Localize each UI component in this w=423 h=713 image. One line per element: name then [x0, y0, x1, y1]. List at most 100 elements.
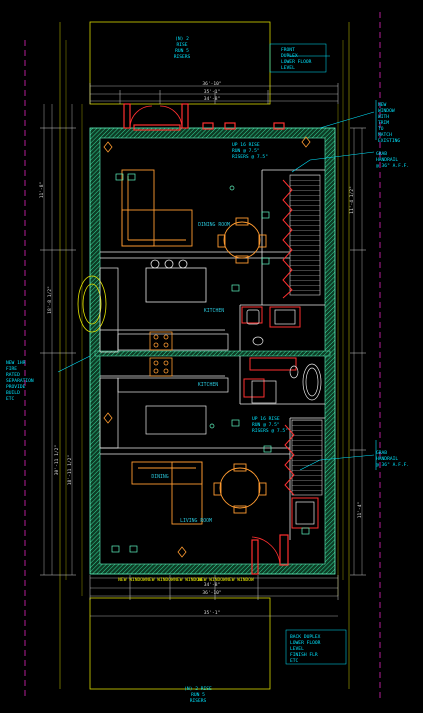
- svg-text:NEW WINDOW: NEW WINDOW: [198, 577, 226, 583]
- front-dining-set: [217, 217, 267, 264]
- svg-text:11'-4 1/2": 11'-4 1/2": [349, 186, 355, 214]
- svg-text:BUILD: BUILD: [6, 390, 20, 396]
- svg-text:ETC: ETC: [6, 396, 15, 402]
- label-handrail-top: GRAB HANDRAIL @ 36" A.F.F.: [376, 151, 409, 169]
- svg-text:NEW WINDOW: NEW WINDOW: [146, 577, 174, 583]
- fire-separation-wall: [94, 350, 331, 357]
- label-front-duplex: FRONT DUPLEX LOWER FLOOR LEVEL: [269, 43, 327, 73]
- svg-text:HANDRAIL: HANDRAIL: [376, 157, 398, 163]
- hex-markers: [103, 136, 311, 558]
- svg-text:TO: TO: [378, 126, 384, 132]
- svg-text:DUPLEX: DUPLEX: [281, 53, 298, 59]
- room-rear-kitchen: KITCHEN: [198, 382, 218, 388]
- bathroom-fixtures: [246, 309, 322, 525]
- svg-text:RUN 5: RUN 5: [191, 692, 205, 698]
- svg-text:WINDOW: WINDOW: [378, 108, 395, 114]
- dimension-texts: 36'-10" 35'-1" 34'-8" 34'-8" 36'-10" 35'…: [202, 81, 221, 616]
- svg-text:RUN @ 7.5": RUN @ 7.5": [232, 148, 260, 154]
- label-back-duplex: BACK DUPLEX LOWER FLOOR LEVEL FINISH FLR…: [285, 629, 347, 665]
- label-up-rise-top: UP 16 RISE RUN @ 7.5" RISERS @ 7.5": [232, 142, 268, 160]
- svg-text:UP 16 RISE: UP 16 RISE: [232, 142, 260, 148]
- svg-text:LOWER FLOOR: LOWER FLOOR: [281, 59, 312, 65]
- svg-text:LOWER FLOOR: LOWER FLOOR: [290, 640, 321, 646]
- svg-text:GRAB: GRAB: [376, 151, 387, 157]
- svg-text:PROVIDE: PROVIDE: [6, 384, 26, 390]
- svg-text:18'-11 1/2": 18'-11 1/2": [67, 455, 73, 485]
- svg-text:NEW: NEW: [378, 102, 387, 108]
- svg-text:NEW WINDOW: NEW WINDOW: [118, 577, 146, 583]
- leader-lines: [57, 55, 377, 471]
- svg-text:UP 16 RISE: UP 16 RISE: [252, 416, 280, 422]
- svg-text:36'-10": 36'-10": [202, 590, 221, 596]
- side-bay-window: [77, 275, 107, 333]
- svg-text:RISE: RISE: [176, 42, 187, 48]
- electrical-markers: [111, 173, 310, 553]
- label-up-rise-bottom: UP 16 RISE RUN @ 7.5" RISERS @ 7.5": [252, 416, 288, 434]
- svg-text:TRIM: TRIM: [378, 120, 389, 126]
- room-front-kitchen: KITCHEN: [204, 308, 224, 314]
- svg-text:FRONT: FRONT: [281, 47, 295, 53]
- svg-text:34'-8": 34'-8": [204, 582, 221, 588]
- svg-text:NEW WINDOW: NEW WINDOW: [226, 577, 254, 583]
- text-bottom-rise: (N) 2 RISE RUN 5 RISERS: [184, 686, 212, 704]
- dimension-lines: [43, 85, 363, 617]
- svg-text:36'-10": 36'-10": [202, 81, 221, 87]
- label-new-window: NEW WINDOW WITH TRIM TO MATCH EXISTING: [378, 102, 400, 144]
- rear-dining-set: [213, 463, 267, 514]
- svg-text:(N) 2: (N) 2: [175, 36, 189, 42]
- svg-text:NEW WINDOW: NEW WINDOW: [174, 577, 202, 583]
- dimension-texts-vertical: 11'-8" 18'-8 1/2" 30'-11 1/2" 18'-11 1/2…: [39, 182, 363, 519]
- svg-text:35'-1": 35'-1": [204, 89, 221, 95]
- svg-text:LEVEL: LEVEL: [290, 646, 304, 652]
- rear-entry-doors: [251, 534, 289, 575]
- svg-text:RUN @ 7.5": RUN @ 7.5": [252, 422, 280, 428]
- svg-text:30'-11 1/2": 30'-11 1/2": [54, 445, 60, 475]
- svg-text:RATED: RATED: [6, 372, 20, 378]
- svg-text:@ 36" A.F.F.: @ 36" A.F.F.: [376, 163, 409, 169]
- svg-text:11'-8": 11'-8": [39, 182, 45, 199]
- svg-text:HANDRAIL: HANDRAIL: [376, 456, 398, 462]
- window-tags: NEW WINDOW NEW WINDOW NEW WINDOW NEW WIN…: [118, 577, 254, 583]
- svg-text:EXISTING: EXISTING: [378, 138, 400, 144]
- svg-text:ETC: ETC: [290, 658, 299, 664]
- svg-text:FIRE: FIRE: [6, 366, 17, 372]
- svg-text:RISERS @ 7.5": RISERS @ 7.5": [252, 428, 288, 434]
- label-separation-wall: NEW 1HR FIRE RATED SEPARATION PROVIDE BU…: [6, 360, 34, 402]
- svg-text:LEVEL: LEVEL: [281, 65, 295, 71]
- svg-text:FINISH FLR: FINISH FLR: [290, 652, 318, 658]
- site-boundary: [59, 21, 350, 690]
- svg-text:@ 36" A.F.F.: @ 36" A.F.F.: [376, 462, 409, 468]
- svg-text:RUN 5: RUN 5: [175, 48, 189, 54]
- svg-text:11'-4": 11'-4": [357, 502, 363, 519]
- svg-text:NEW 1HR: NEW 1HR: [6, 360, 26, 366]
- svg-text:35'-1": 35'-1": [204, 610, 221, 616]
- svg-text:18'-8 1/2": 18'-8 1/2": [47, 286, 53, 314]
- room-rear-dining: DINING: [151, 474, 168, 480]
- room-rear-living: LIVING ROOM: [180, 518, 212, 524]
- rear-sofa: [131, 461, 203, 525]
- svg-text:RISERS: RISERS: [174, 54, 191, 60]
- svg-text:SEPARATION: SEPARATION: [6, 378, 34, 384]
- room-front-dining: DINING ROOM: [198, 222, 230, 228]
- property-line: [24, 12, 381, 700]
- svg-text:WITH: WITH: [378, 114, 389, 120]
- rear-counter: [99, 377, 229, 449]
- front-kitchen-island: [145, 259, 207, 303]
- stairs-rear: [284, 419, 323, 496]
- svg-text:RISERS @ 7.5": RISERS @ 7.5": [232, 154, 268, 160]
- svg-text:34'-8": 34'-8": [204, 96, 221, 102]
- svg-text:(N) 2 RISE: (N) 2 RISE: [184, 686, 212, 692]
- text-top-rise: (N) 2 RISE RUN 5 RISERS: [174, 36, 191, 60]
- stove-front: [149, 331, 173, 351]
- room-labels: DINING ROOM KITCHEN KITCHEN LIVING ROOM …: [151, 222, 230, 524]
- front-sofa: [121, 169, 193, 247]
- svg-text:RISERS: RISERS: [190, 698, 207, 704]
- label-handrail-bottom: GRAB HANDRAIL @ 36" A.F.F.: [376, 450, 409, 468]
- stairs-front: [282, 174, 321, 299]
- dimension-ticks: [40, 83, 366, 600]
- front-counter: [99, 267, 229, 353]
- svg-text:GRAB: GRAB: [376, 450, 387, 456]
- stove-rear: [149, 357, 173, 377]
- svg-text:BACK DUPLEX: BACK DUPLEX: [290, 634, 321, 640]
